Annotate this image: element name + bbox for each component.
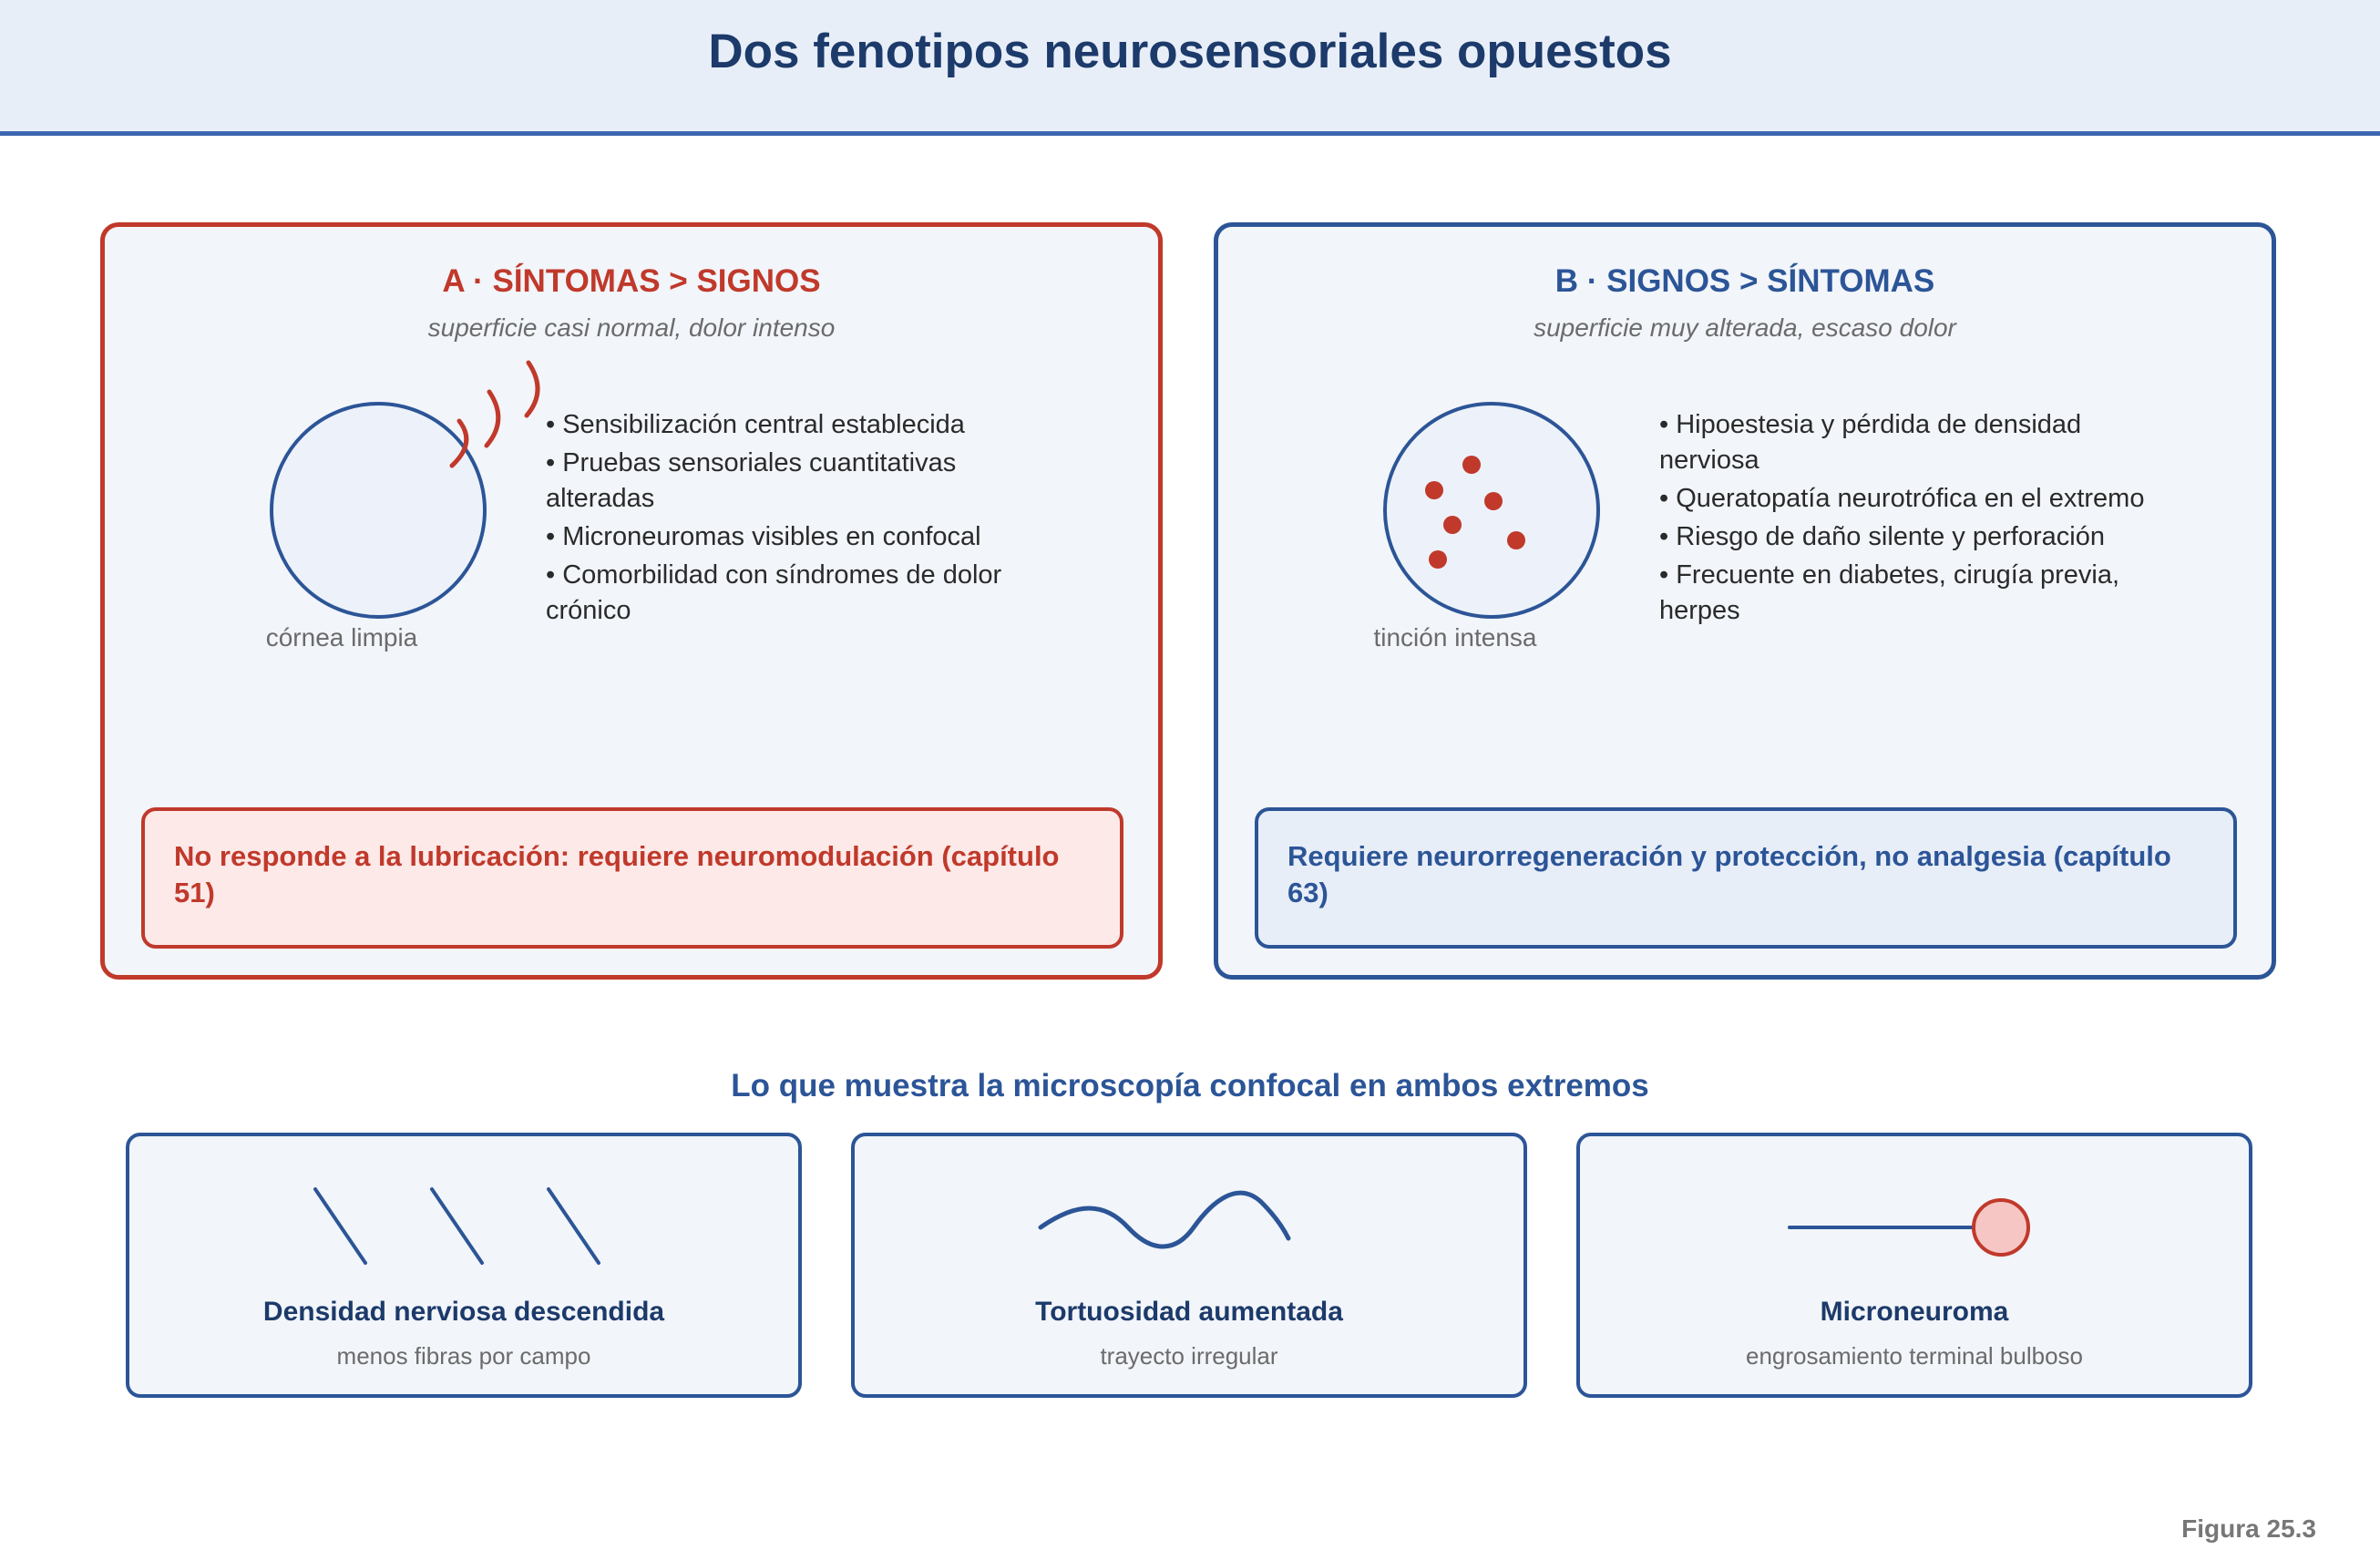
list-item: • Comorbilidad con síndromes de dolor cr…	[546, 560, 1002, 625]
card-subtitle: engrosamiento terminal bulboso	[1746, 1342, 2083, 1370]
phenotype-panel-b: B · SIGNOS > SÍNTOMAS superficie muy alt…	[1214, 222, 2276, 980]
sparse-fibers-icon	[313, 1187, 600, 1265]
card-title: Tortuosidad aumentada	[1035, 1297, 1343, 1327]
card-title: Microneuroma	[1820, 1297, 2009, 1327]
list-item: • Frecuente en diabetes, cirugía previa,…	[1659, 560, 2120, 625]
stained-cornea-icon	[1383, 402, 1600, 619]
panel-a-title: A · SÍNTOMAS > SIGNOS	[442, 263, 821, 299]
list-item: • Microneuromas visibles en confocal	[546, 522, 981, 551]
panel-b-bullet-list: • Hipoestesia y pérdida de densidad nerv…	[1659, 407, 2170, 631]
stain-dot	[1484, 492, 1503, 510]
list-item: • Sensibilización central establecida	[546, 410, 965, 439]
stain-dot	[1443, 516, 1462, 534]
panel-a-illustration-label: córnea limpia	[265, 623, 418, 652]
pain-wave-icon	[449, 418, 469, 468]
page-title: Dos fenotipos neurosensoriales opuestos	[708, 25, 1672, 78]
card-subtitle: trayecto irregular	[1100, 1342, 1278, 1370]
panel-a-subtitle: superficie casi normal, dolor intenso	[427, 313, 836, 342]
panel-b-subtitle: superficie muy alterada, escaso dolor	[1534, 313, 1956, 342]
figure-label: Figura 25.3	[2181, 1514, 2316, 1543]
stain-dot	[1507, 531, 1525, 549]
tortuous-fiber-icon	[1038, 1190, 1291, 1249]
card-title: Densidad nerviosa descendida	[262, 1297, 665, 1327]
stain-dot	[1429, 550, 1447, 569]
confocal-section-title: Lo que muestra la microscopía confocal e…	[731, 1068, 1649, 1103]
panel-a-bullet-list: • Sensibilización central establecida • …	[546, 407, 1056, 631]
cornea-circle	[270, 402, 487, 619]
cornea-circle	[1383, 402, 1600, 619]
header-banner: Dos fenotipos neurosensoriales opuestos	[0, 0, 2380, 136]
confocal-card-tortuosity: Tortuosidad aumentada trayecto irregular	[851, 1133, 1527, 1398]
panel-b-illustration-label: tinción intensa	[1373, 623, 1537, 652]
panel-b-title: B · SIGNOS > SÍNTOMAS	[1554, 263, 1935, 299]
list-item: • Queratopatía neurotrófica en el extrem…	[1659, 484, 2145, 513]
confocal-card-density: Densidad nerviosa descendida menos fibra…	[126, 1133, 802, 1398]
microneuroma-icon	[1788, 1198, 2030, 1257]
clean-cornea-icon	[270, 360, 540, 619]
card-subtitle: menos fibras por campo	[336, 1342, 591, 1370]
stain-dot	[1462, 456, 1481, 474]
pain-wave-icon	[484, 389, 501, 448]
phenotype-panel-a: A · SÍNTOMAS > SIGNOS superficie casi no…	[100, 222, 1163, 980]
confocal-card-microneuroma: Microneuroma engrosamiento terminal bulb…	[1576, 1133, 2252, 1398]
list-item: • Riesgo de daño silente y perforación	[1659, 522, 2105, 551]
stain-dot	[1425, 481, 1443, 499]
pain-wave-icon	[524, 360, 540, 418]
panel-a-callout: No responde a la lubricación: requiere n…	[141, 807, 1123, 949]
list-item: • Pruebas sensoriales cuantitativas alte…	[546, 448, 957, 513]
list-item: • Hipoestesia y pérdida de densidad nerv…	[1659, 410, 2082, 475]
panel-b-callout: Requiere neurorregeneración y protección…	[1255, 807, 2237, 949]
